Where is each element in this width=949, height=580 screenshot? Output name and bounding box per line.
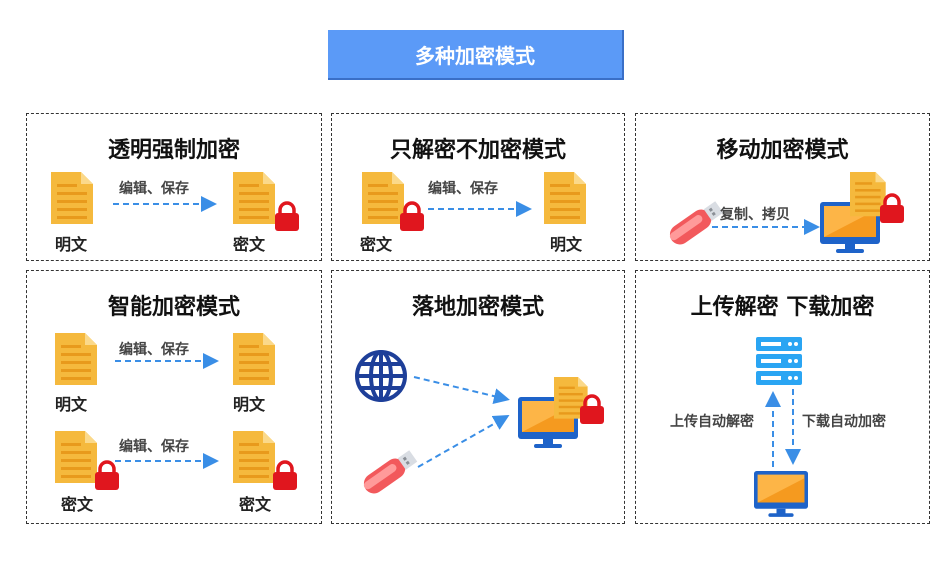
- arrow-icon: [712, 219, 820, 235]
- lock-icon: [398, 201, 426, 233]
- action-label: 复制、拷贝: [720, 207, 790, 223]
- panel-title: 透明强制加密: [107, 138, 240, 163]
- panel-title: 只解密不加密模式: [389, 138, 566, 163]
- panel-title: 智能加密模式: [107, 295, 240, 320]
- arrow-icon: [428, 201, 532, 217]
- upload-decrypt-label: 上传自动解密: [670, 414, 754, 430]
- download-encrypt-label: 下载自动加密: [802, 414, 886, 430]
- plain-label: 明文: [55, 235, 88, 254]
- arrow-icon: [115, 453, 219, 469]
- action-label: 编辑、保存: [119, 342, 189, 358]
- panel-transparent-forced: 透明强制加密 明文 编辑、保存 密文: [26, 113, 322, 261]
- arrow-icon: [765, 391, 781, 467]
- document-icon: [544, 172, 586, 224]
- action-label: 编辑、保存: [119, 181, 189, 197]
- document-icon: [233, 172, 275, 224]
- mode-title-button[interactable]: 多种加密模式: [328, 30, 624, 80]
- panel-title: 上传解密 下载加密: [690, 295, 875, 320]
- arrow-icon: [113, 196, 217, 212]
- usb-drive-icon: [666, 198, 725, 249]
- usb-drive-icon: [360, 447, 419, 498]
- cipher-label: 密文: [360, 235, 393, 254]
- lock-icon: [271, 460, 299, 492]
- panel-landing-encryption: 落地加密模式: [331, 270, 625, 524]
- panel-title: 落地加密模式: [411, 295, 544, 320]
- monitor-icon: [754, 471, 808, 517]
- arrow-icon: [413, 376, 510, 404]
- document-icon: [55, 431, 97, 483]
- cipher-label: 密文: [61, 495, 94, 514]
- lock-icon: [878, 193, 906, 225]
- document-icon: [233, 333, 275, 385]
- panel-upload-decrypt-download-encrypt: 上传解密 下载加密 上传自动解密 下载自动加密: [635, 270, 930, 524]
- arrow-icon: [115, 353, 219, 369]
- panel-title: 移动加密模式: [716, 138, 849, 163]
- action-label: 编辑、保存: [428, 181, 498, 197]
- action-label: 编辑、保存: [119, 439, 189, 455]
- arrow-icon: [785, 389, 801, 465]
- server-icon: [756, 337, 802, 385]
- plain-label: 明文: [550, 235, 583, 254]
- plain-label: 明文: [233, 395, 266, 414]
- cipher-label: 密文: [239, 495, 272, 514]
- panel-decrypt-only: 只解密不加密模式 密文 编辑、保存 明文: [331, 113, 625, 261]
- lock-icon: [273, 201, 301, 233]
- document-icon: [55, 333, 97, 385]
- panel-smart-encryption: 智能加密模式 明文 编辑、保存 明文 密文 编辑、保存 密文: [26, 270, 322, 524]
- globe-icon: [355, 350, 407, 402]
- plain-label: 明文: [55, 395, 88, 414]
- document-icon: [362, 172, 404, 224]
- panel-mobile-encryption: 移动加密模式 复制、拷贝: [635, 113, 930, 261]
- document-icon: [233, 431, 275, 483]
- arrow-icon: [417, 415, 510, 468]
- cipher-label: 密文: [233, 235, 266, 254]
- lock-icon: [578, 394, 606, 426]
- document-icon: [51, 172, 93, 224]
